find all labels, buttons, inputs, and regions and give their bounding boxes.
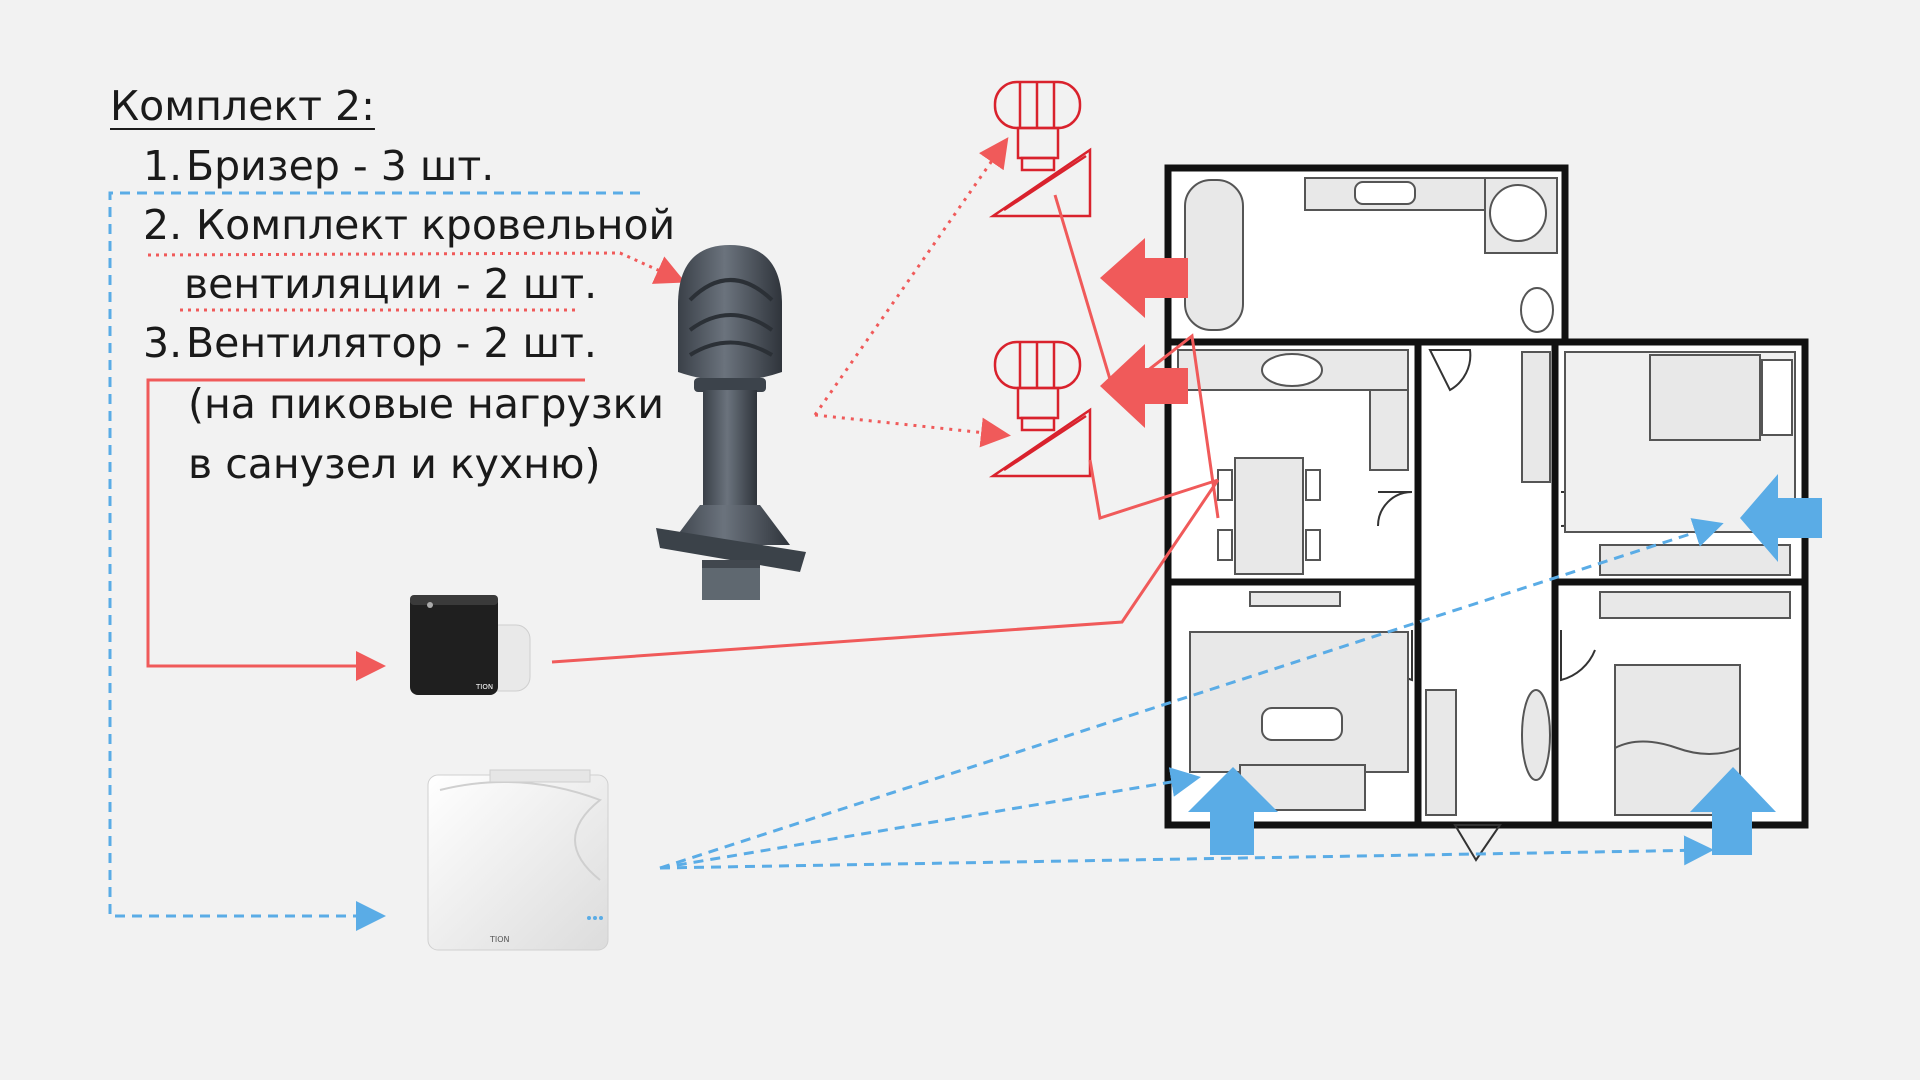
item-1-text: Бризер - 3 шт.: [186, 142, 495, 190]
vent-to-roof-arrow-upper: [813, 137, 1009, 416]
supply-line-bedroom-top: [659, 518, 1724, 870]
item-2-number: 2.: [143, 201, 183, 249]
item-3-note-line2: в санузел и кухню): [188, 440, 601, 488]
item-2-text-line2: вентиляции - 2 шт.: [184, 260, 598, 308]
fan-link-line: [146, 378, 585, 681]
supply-arrow-bedroom-top: [1740, 474, 1822, 562]
item-3-note-line1: (на пиковые нагрузки: [188, 380, 665, 428]
fan-logo: TION: [475, 683, 493, 691]
roof-vent-link-line: [147, 251, 686, 284]
vent-to-roof-arrow-lower: [814, 413, 1011, 448]
roof-vent-schematic-lower: [988, 340, 1092, 478]
exhaust-fan-icon: TION: [410, 595, 531, 695]
exhaust-arrow-kitchen: [1100, 344, 1188, 428]
breather-logo: TION: [489, 935, 510, 944]
supply-line-bedroom-bottom: [659, 835, 1714, 870]
roof-turbine-vent-icon: [656, 245, 806, 600]
exhaust-path-bathroom: [1053, 194, 1220, 519]
supply-line-living: [659, 767, 1201, 870]
breather-unit-icon: TION: [427, 769, 609, 951]
supply-arrow-bedroom-bottom: [1690, 767, 1776, 855]
supply-arrow-living: [1188, 767, 1278, 855]
roof-vent-schematic-upper: [988, 80, 1092, 218]
apartment-floor-plan: [1164, 164, 1809, 862]
exhaust-path-kitchen: [1088, 459, 1219, 520]
item-3-number: 3.: [143, 319, 183, 367]
kit-title: Комплект 2:: [110, 82, 375, 130]
item-3-text: Вентилятор - 2 шт.: [186, 319, 597, 367]
fan-to-kitchen-line: [551, 479, 1220, 664]
supply-link-line: [108, 191, 640, 931]
item-2-text: Комплект кровельной: [196, 201, 676, 249]
item-1-number: 1.: [143, 142, 183, 190]
exhaust-arrow-bathroom: [1100, 238, 1188, 318]
